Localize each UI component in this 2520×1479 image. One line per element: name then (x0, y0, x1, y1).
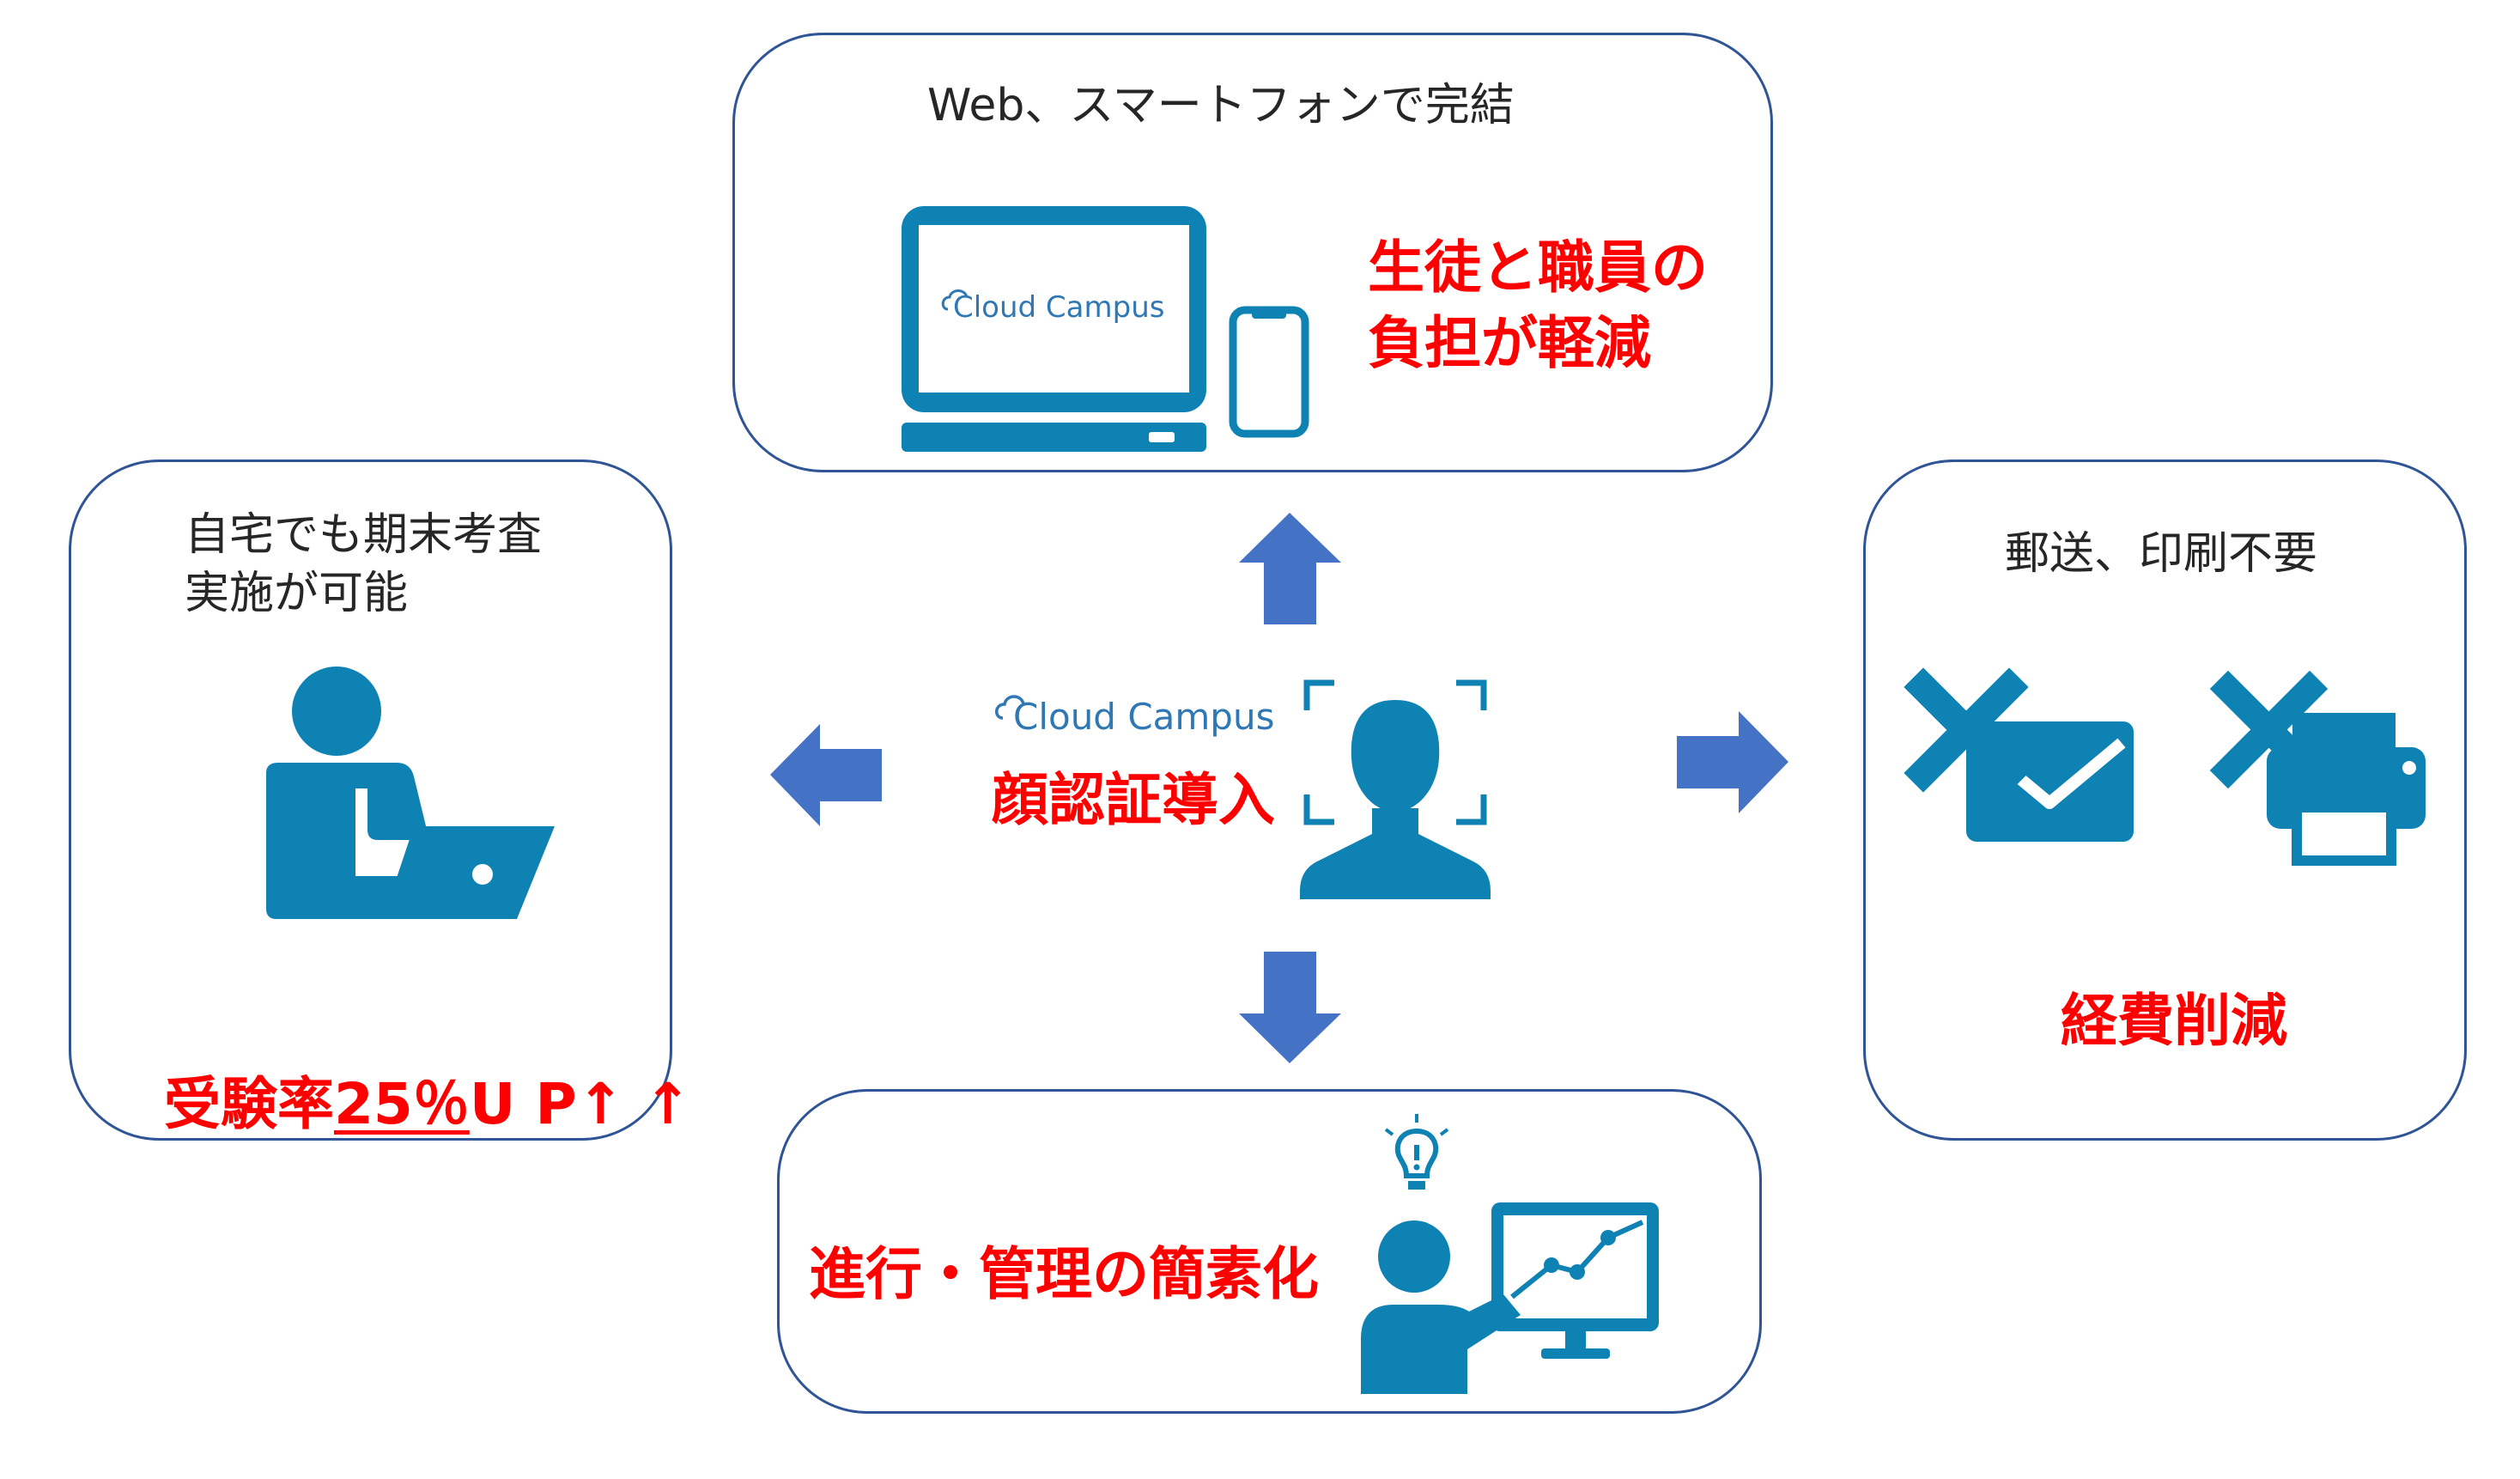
left-caption-line1: 自宅でも期末考査 (185, 509, 543, 561)
arrow-down (1239, 952, 1341, 1063)
face-recognition-icon (1300, 679, 1491, 899)
right-caption: 郵送、印刷不要 (2005, 528, 2318, 580)
screen-logo-cloud-icon (941, 289, 969, 311)
arrow-right (1677, 711, 1788, 813)
center-logo-cloud-icon (995, 695, 1025, 720)
top-caption: Web、スマートフォンで完結 (927, 80, 1515, 131)
left-benefit: 受験率25％U P↑ ↑ (124, 992, 691, 1141)
person-at-laptop-icon (266, 666, 555, 919)
left-benefit-part3: U P↑ ↑ (469, 1071, 692, 1137)
center-title: 顔認証導入 (992, 767, 1275, 833)
left-benefit-part1: 受験率 (163, 1071, 334, 1137)
bottom-benefit: 進行・管理の簡素化 (809, 1241, 1319, 1307)
left-benefit-part2: 25％ (333, 1071, 470, 1137)
no-mail-icon (1904, 667, 2134, 842)
top-benefit-line2: 負担が軽減 (1368, 310, 1651, 376)
left-caption-line2: 実施が可能 (185, 568, 409, 619)
top-benefit-line1: 生徒と職員の (1368, 234, 1708, 301)
no-printer-icon (2209, 670, 2426, 866)
arrow-left (770, 724, 882, 826)
screen-logo: Cloud Campus (953, 290, 1165, 325)
smartphone-icon (1229, 306, 1309, 438)
desktop-computer-icon (902, 206, 1206, 452)
center-logo: Cloud Campus (1013, 696, 1275, 738)
arrow-up (1239, 513, 1341, 624)
right-benefit: 経費削減 (2061, 988, 2287, 1054)
presenter-with-chart-icon (1361, 1202, 1659, 1394)
lightbulb-icon (1384, 1114, 1449, 1190)
